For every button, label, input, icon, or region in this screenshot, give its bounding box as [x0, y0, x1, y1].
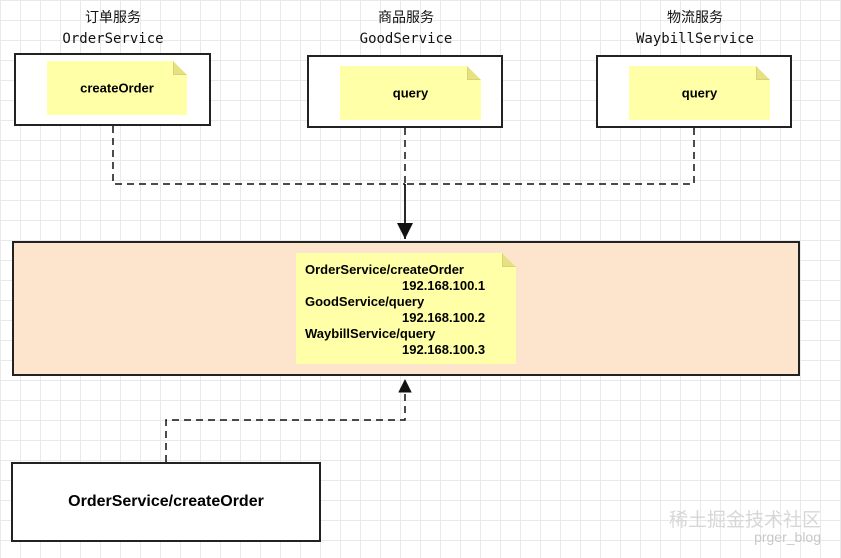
waybill-service-dashed-link	[405, 128, 695, 185]
client-lookup-arrow	[165, 379, 412, 462]
good-service-title-cn: 商品服务	[378, 10, 434, 26]
registry-entry-service: OrderService/createOrder	[305, 262, 464, 277]
watermark: 稀土掘金技术社区 prger_blog	[669, 510, 821, 548]
order-service-box[interactable]: createOrder	[14, 53, 211, 126]
waybill-service-title-cn: 物流服务	[667, 10, 723, 26]
registry-entry-ip: 192.168.100.2	[402, 310, 486, 325]
order-service-method-label: createOrder	[80, 80, 154, 96]
registry-entry-service: WaybillService/query	[305, 326, 436, 341]
good-service-method-label: query	[392, 85, 429, 101]
order-service-title-cn: 订单服务	[85, 10, 141, 26]
order-service-dashed-link	[112, 126, 405, 185]
registry-entry-ip: 192.168.100.1	[402, 278, 486, 293]
waybill-service-title: 物流服务 WaybillService	[624, 8, 766, 50]
order-service-method-note: createOrder	[47, 61, 187, 115]
registry-entry-ip: 192.168.100.3	[402, 342, 486, 357]
registry-note: OrderService/createOrder 192.168.100.1 G…	[296, 253, 516, 364]
waybill-service-method-label: query	[681, 85, 718, 101]
good-service-box[interactable]: query	[307, 55, 503, 128]
waybill-service-method-note: query	[629, 66, 770, 120]
order-service-title: 订单服务 OrderService	[52, 8, 174, 50]
good-service-title: 商品服务 GoodService	[343, 8, 469, 50]
good-service-method-note: query	[340, 66, 481, 120]
watermark-text: 稀土掘金技术社区	[668, 510, 821, 531]
client-label: OrderService/createOrder	[68, 493, 264, 510]
client-box[interactable]: OrderService/createOrder	[11, 462, 321, 542]
registry-entry-service: GoodService/query	[305, 294, 425, 309]
waybill-service-title-en: WaybillService	[635, 31, 754, 47]
waybill-service-box[interactable]: query	[596, 55, 792, 128]
watermark-sub: prger_blog	[754, 529, 821, 545]
good-service-title-en: GoodService	[359, 31, 453, 47]
order-service-title-en: OrderService	[62, 31, 164, 47]
